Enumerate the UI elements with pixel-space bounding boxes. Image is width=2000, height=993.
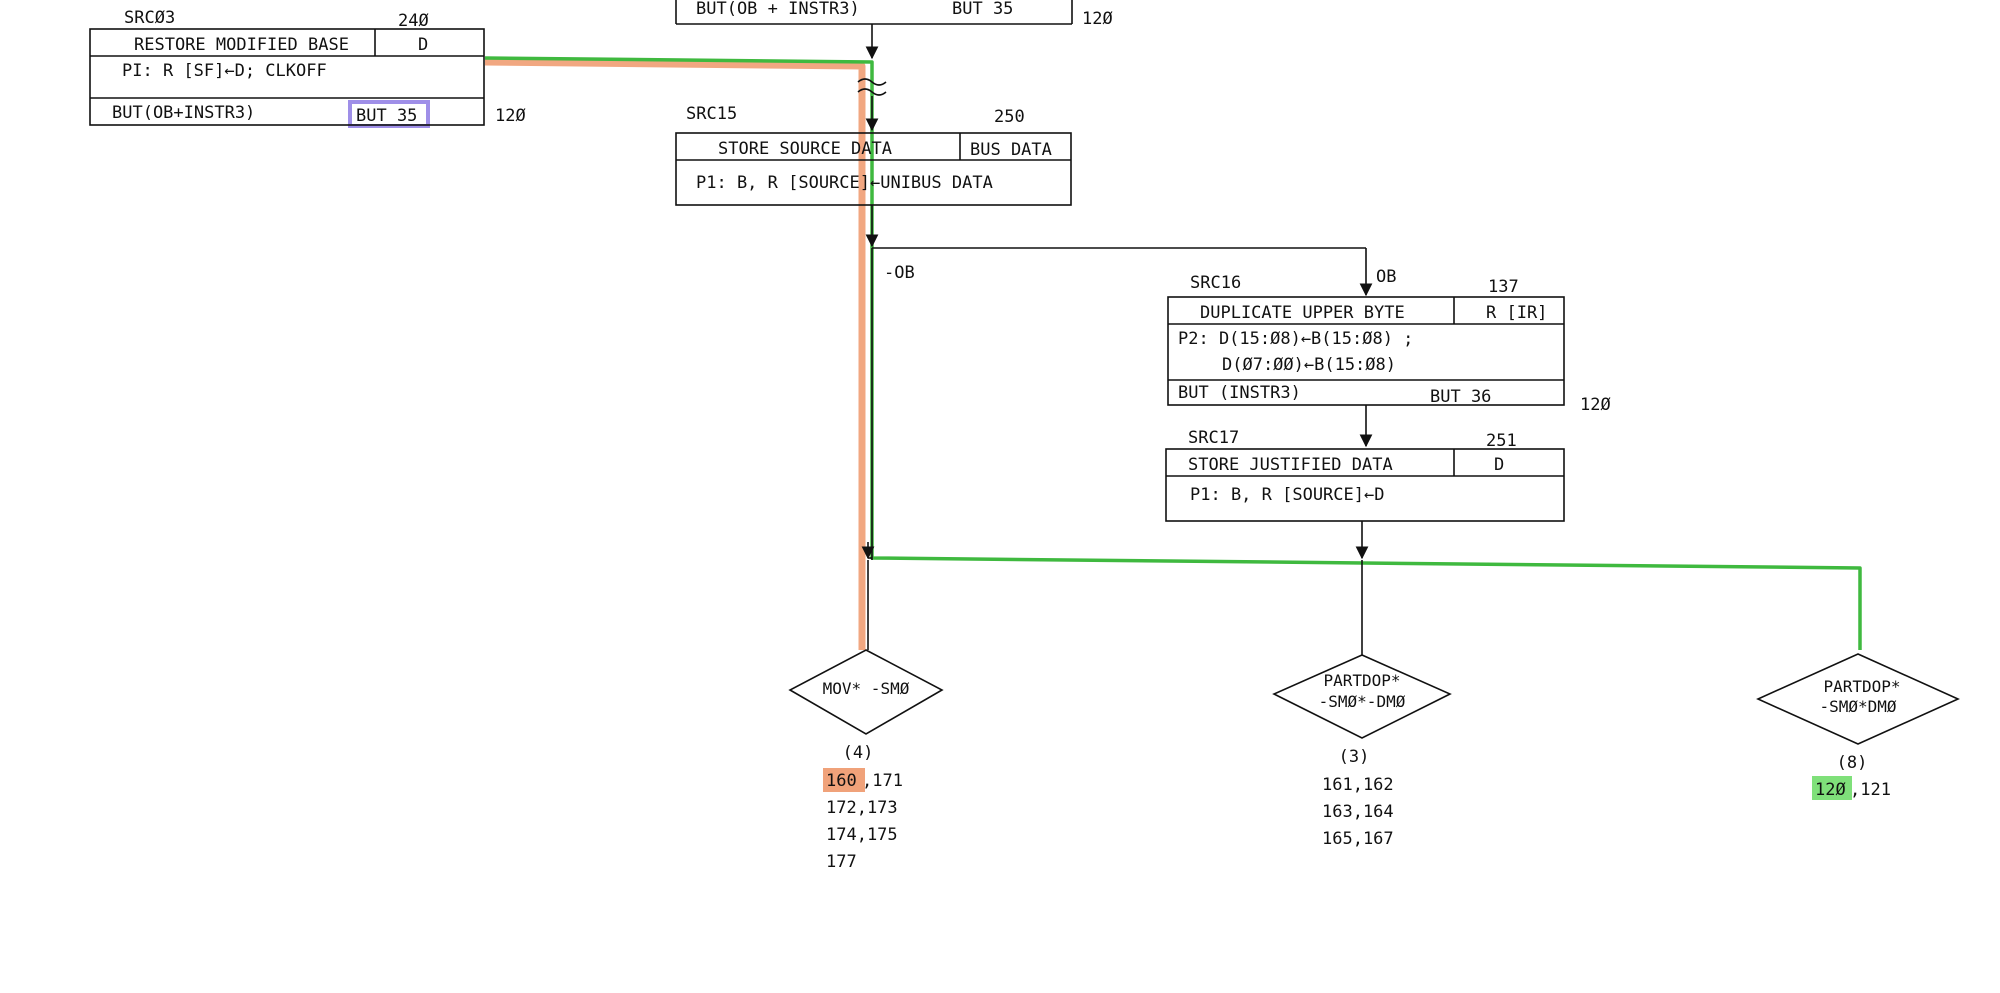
src03-box xyxy=(89,28,485,126)
src17-op: P1: B, R [SOURCE]←D xyxy=(1190,485,1384,505)
src16-addr: 137 xyxy=(1488,277,1519,297)
src03-op: PI: R [SF]←D; CLKOFF xyxy=(122,61,327,81)
highlight-120 xyxy=(1812,776,1852,800)
block-src16: SRC16 137 DUPLICATE UPPER BYTE R [IR] P2… xyxy=(1167,273,1611,415)
green-highlight-path xyxy=(484,56,1862,650)
highlight-paths xyxy=(348,56,1862,800)
src15-box xyxy=(675,132,1072,206)
decision-1-count: (4) xyxy=(843,743,874,763)
highlight-160 xyxy=(823,768,865,792)
connector-bottom xyxy=(861,521,1369,655)
decision-1-target-160: 160 xyxy=(826,771,857,791)
decision-1-diamond xyxy=(788,649,944,735)
src16-title: DUPLICATE UPPER BYTE xyxy=(1200,303,1405,323)
connector-src15-branch: -OB OB xyxy=(865,205,1396,560)
decision-2-diamond xyxy=(1272,654,1452,739)
decision-1-target-row3: 174,175 xyxy=(826,825,898,845)
src03-reg: D xyxy=(418,35,428,55)
decision-3-target-121: ,121 xyxy=(1850,780,1891,800)
decision-3-count: (8) xyxy=(1837,753,1868,773)
src16-op1: P2: D(15:Ø8)←B(15:Ø8) ; xyxy=(1178,329,1413,349)
src03-branch: BUT(OB+INSTR3) xyxy=(112,103,255,123)
decision-2-target-row2: 163,164 xyxy=(1322,802,1394,822)
decision-2-line1: PARTDOP* xyxy=(1323,671,1400,690)
decision-2-count: (3) xyxy=(1339,747,1370,767)
orange-highlight-path xyxy=(484,58,866,650)
src17-reg: D xyxy=(1494,455,1504,475)
src15-op: P1: B, R [SOURCE]←UNIBUS DATA xyxy=(696,173,993,193)
top-branch: BUT(OB + INSTR3) xyxy=(696,0,860,19)
src16-op2: D(Ø7:ØØ)←B(15:Ø8) xyxy=(1222,355,1396,375)
top-next: 12Ø xyxy=(1082,9,1113,29)
src15-title: STORE SOURCE DATA xyxy=(718,139,892,159)
src16-branch: BUT (INSTR3) xyxy=(1178,383,1301,403)
decision-2-target-row3: 165,167 xyxy=(1322,829,1394,849)
top-but: BUT 35 xyxy=(952,0,1013,19)
highlight-but35-box xyxy=(348,100,430,128)
decision-2-line2: -SMØ*-DMØ xyxy=(1319,692,1406,711)
connector-top xyxy=(857,24,887,132)
src15-id: SRC15 xyxy=(686,104,737,124)
decision-1: MOV* -SMØ (4) 160 ,171 172,173 174,175 1… xyxy=(788,649,944,872)
src15-reg: BUS DATA xyxy=(970,140,1052,160)
src15-addr: 250 xyxy=(994,107,1025,127)
src03-next: 12Ø xyxy=(495,106,526,126)
decision-2-target-row1: 161,162 xyxy=(1322,775,1394,795)
decision-3-diamond xyxy=(1756,653,1960,745)
src17-addr: 251 xyxy=(1486,431,1517,451)
decision-2: PARTDOP* -SMØ*-DMØ (3) 161,162 163,164 1… xyxy=(1272,654,1452,849)
src17-box xyxy=(1165,448,1565,522)
src16-but: BUT 36 xyxy=(1430,387,1491,407)
block-src15: SRC15 250 STORE SOURCE DATA BUS DATA P1:… xyxy=(675,104,1072,206)
src17-title: STORE JUSTIFIED DATA xyxy=(1188,455,1393,475)
decision-3: PARTDOP* -SMØ*DMØ (8) 12Ø ,121 xyxy=(1756,653,1960,800)
decision-1-target-row2: 172,173 xyxy=(826,798,898,818)
decision-3-line1: PARTDOP* xyxy=(1823,677,1900,696)
label-ob: OB xyxy=(1376,267,1396,287)
src16-id: SRC16 xyxy=(1190,273,1241,293)
src03-addr: 24Ø xyxy=(398,11,429,31)
src16-reg: R [IR] xyxy=(1486,303,1547,323)
decision-3-line2: -SMØ*DMØ xyxy=(1819,697,1896,716)
src16-next: 12Ø xyxy=(1580,395,1611,415)
block-top-partial: BUT(OB + INSTR3) BUT 35 12Ø xyxy=(675,0,1113,29)
block-src17: SRC17 251 STORE JUSTIFIED DATA D P1: B, … xyxy=(1165,428,1565,522)
src03-id: SRCØ3 xyxy=(124,8,175,28)
src17-id: SRC17 xyxy=(1188,428,1239,448)
label-not-ob: -OB xyxy=(884,263,915,283)
src03-title: RESTORE MODIFIED BASE xyxy=(134,35,349,55)
decision-1-target-171: ,171 xyxy=(862,771,903,791)
decision-1-line1: MOV* -SMØ xyxy=(823,679,910,698)
decision-3-target-120: 12Ø xyxy=(1815,780,1846,800)
src03-but: BUT 35 xyxy=(356,106,417,126)
block-src03: SRCØ3 24Ø RESTORE MODIFIED BASE D PI: R … xyxy=(89,8,526,126)
decision-1-target-row4: 177 xyxy=(826,852,857,872)
